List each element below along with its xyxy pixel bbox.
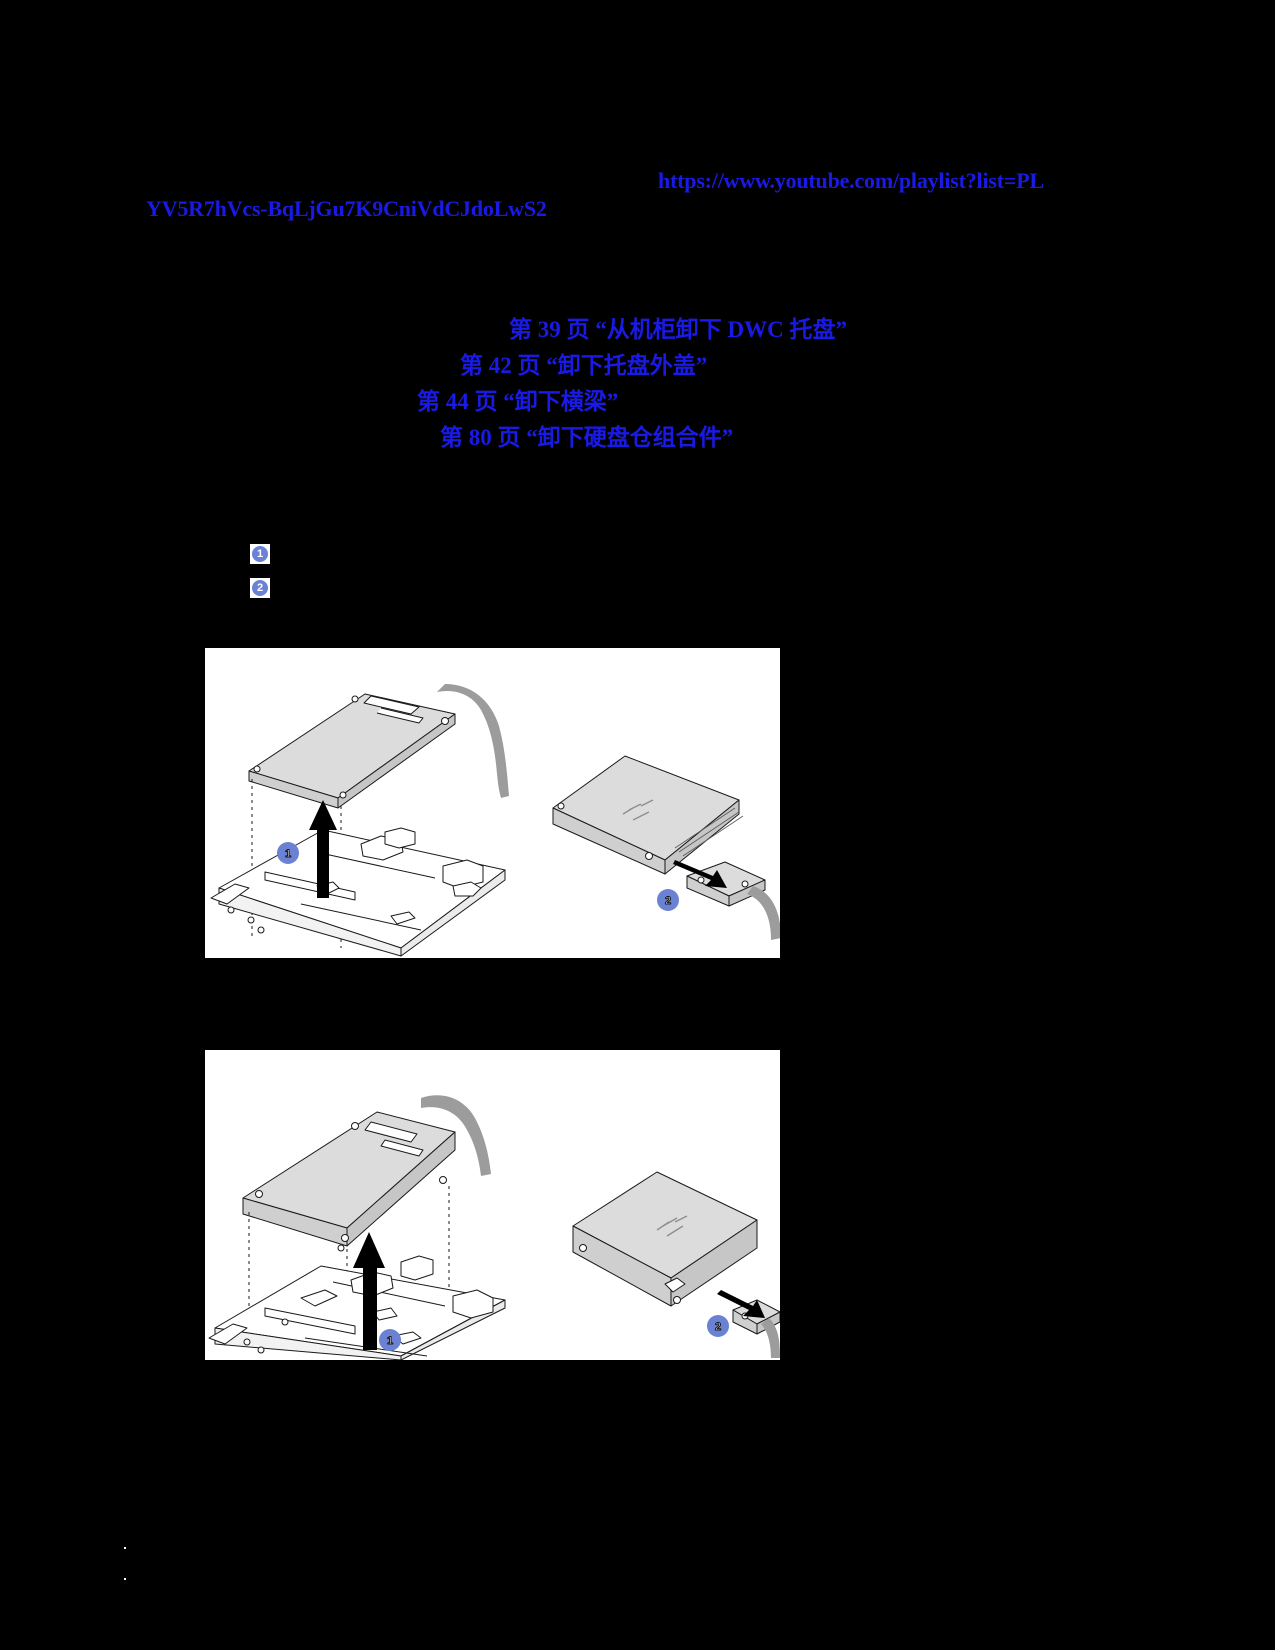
figure-callout-2 <box>707 1315 729 1337</box>
figure-drive-removal-bottom: 1 <box>205 1050 780 1360</box>
cross-reference-link-remove-drive-cage-assembly[interactable]: 第 80 页 “卸下硬盘仓组合件” <box>440 425 734 450</box>
drive-removal-diagram-top: 1 <box>210 684 780 957</box>
cross-reference-link-remove-dwc-tray[interactable]: 第 39 页 “从机柜卸下 DWC 托盘” <box>509 317 847 342</box>
svg-text:1: 1 <box>285 848 291 860</box>
figure-drive-removal-top: 1 <box>205 648 780 958</box>
registration-dot-lower <box>124 1578 126 1580</box>
drive-top-exploded <box>242 1111 456 1252</box>
drive-removal-diagram-bottom: 1 <box>208 1095 780 1360</box>
drive-cable-strap-icon <box>437 684 509 798</box>
arrow-up-icon <box>353 1232 385 1350</box>
drive-right-bottom <box>572 1171 758 1307</box>
arrow-right-icon <box>673 860 727 888</box>
svg-text:2: 2 <box>665 895 671 907</box>
step-callout-2-number: 2 <box>252 580 268 596</box>
drive-handle-right-top <box>686 861 780 940</box>
cross-reference-link-remove-crossbar[interactable]: 第 44 页 “卸下横梁” <box>417 389 619 414</box>
drive-handle-right-bottom <box>732 1299 780 1358</box>
svg-text:1: 1 <box>387 1335 393 1347</box>
figure-callout-2 <box>657 889 679 911</box>
drive-right-top <box>552 755 744 875</box>
svg-text:2: 2 <box>715 1321 721 1333</box>
arrow-up-icon <box>309 800 337 898</box>
cross-reference-link-remove-tray-cover[interactable]: 第 42 页 “卸下托盘外盖” <box>460 353 708 378</box>
drive-cage-bottom <box>208 1255 506 1360</box>
drive-cable-strap-icon <box>421 1095 491 1176</box>
drive-top-exploded <box>248 693 456 809</box>
figure-callout-1 <box>379 1329 401 1351</box>
youtube-playlist-url-line-2[interactable]: YV5R7hVcs-BqLjGu7K9CniVdCJdoLwS2 <box>146 196 547 221</box>
youtube-playlist-url-line-1[interactable]: https://www.youtube.com/playlist?list=PL <box>658 168 1044 193</box>
figure-callout-1 <box>277 842 299 864</box>
step-callout-1: 1 <box>250 544 270 564</box>
step-callout-2: 2 <box>250 578 270 598</box>
drive-cage-top <box>210 827 506 957</box>
registration-dot-upper <box>124 1547 126 1549</box>
step-callout-1-number: 1 <box>252 546 268 562</box>
arrow-right-icon <box>717 1290 765 1318</box>
